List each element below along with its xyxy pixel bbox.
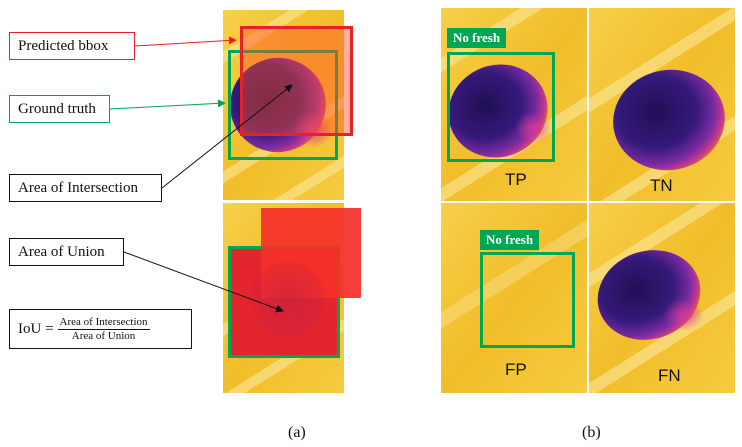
predicted-bbox [240,26,353,136]
iou-numerator: Area of Intersection [57,315,150,330]
tn-label: TN [650,176,673,195]
union-label: Area of Union [9,238,124,266]
tp-label: TP [505,170,527,189]
fp-bbox [480,252,575,348]
caption-a: (a) [288,424,306,441]
fp-class-tag: No fresh [480,230,540,250]
union-text: Area of Union [18,243,105,260]
tp-class-tag: No fresh [447,28,507,48]
iou-fraction: Area of Intersection Area of Union [57,315,150,343]
intersection-text: Area of Intersection [18,179,138,196]
intersection-label: Area of Intersection [9,174,162,202]
iou-denominator: Area of Union [71,329,136,342]
fn-label: FN [658,366,681,385]
ground-truth-text: Ground truth [18,100,96,117]
ground-truth-label: Ground truth [9,95,110,123]
union-overlap-shade [250,262,325,337]
caption-b: (b) [582,424,601,441]
predicted-bbox-label: Predicted bbox [9,32,135,60]
intersection-arrow [161,84,293,189]
tp-bbox [447,52,555,162]
ground-truth-bbox [228,50,338,160]
predicted-arrow [134,36,237,47]
predicted-bbox-text: Predicted bbox [18,37,109,54]
iou-lhs: IoU = [18,320,54,337]
ground-truth-arrow [109,99,226,110]
fn-image [589,203,735,393]
union-arrow [123,251,284,313]
fp-label: FP [505,360,527,379]
iou-formula-box: IoU = Area of Intersection Area of Union [9,309,192,349]
tn-image [589,8,735,201]
